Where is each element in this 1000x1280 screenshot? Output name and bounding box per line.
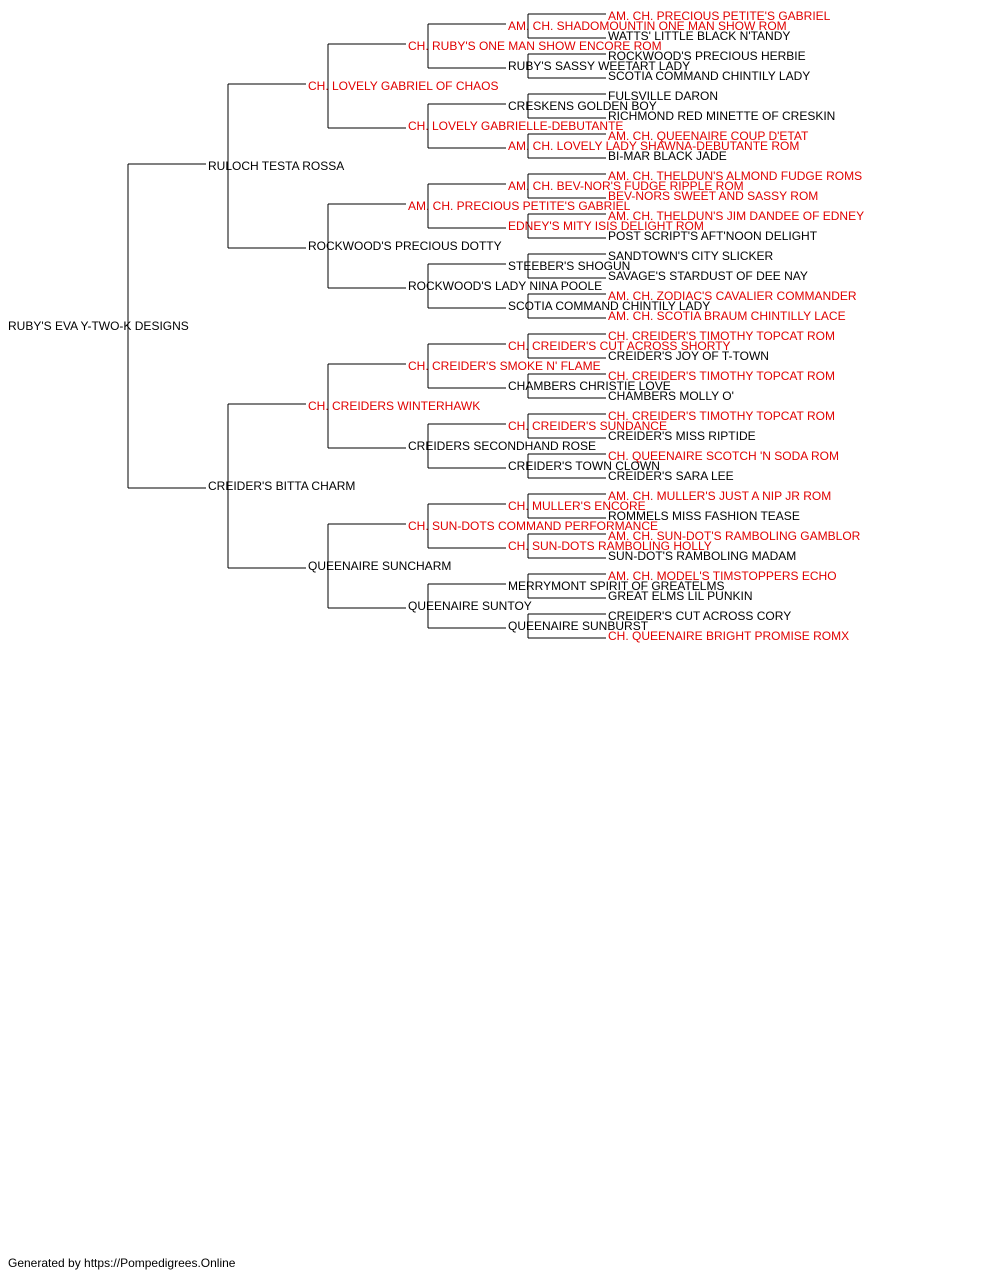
pedigree-name-sire.dam.dam.dam.dam: AM. CH. SCOTIA BRAUM CHINTILLY LACE bbox=[608, 309, 846, 323]
pedigree-name-sire: RULOCH TESTA ROSSA bbox=[208, 159, 344, 173]
pedigree-name-dam.dam.sire.sire.dam: ROMMELS MISS FASHION TEASE bbox=[608, 509, 800, 523]
pedigree-name-subject: RUBY'S EVA Y-TWO-K DESIGNS bbox=[8, 319, 189, 333]
pedigree-name-dam.sire.dam.dam.sire: CH. QUEENAIRE SCOTCH 'N SODA ROM bbox=[608, 449, 839, 463]
pedigree-name-sire.dam.sire.sire.dam: BEV-NORS SWEET AND SASSY ROM bbox=[608, 189, 818, 203]
pedigree-name-sire.dam.dam: ROCKWOOD'S LADY NINA POOLE bbox=[408, 279, 602, 293]
pedigree-name-sire.dam: ROCKWOOD'S PRECIOUS DOTTY bbox=[308, 239, 502, 253]
pedigree-name-dam.dam.dam: QUEENAIRE SUNTOY bbox=[408, 599, 532, 613]
pedigree-name-dam.dam.sire: CH. SUN-DOTS COMMAND PERFORMANCE bbox=[408, 519, 658, 533]
pedigree-name-sire.dam.dam.dam.sire: AM. CH. ZODIAC'S CAVALIER COMMANDER bbox=[608, 289, 857, 303]
pedigree-name-dam.dam.dam.dam: QUEENAIRE SUNBURST bbox=[508, 619, 649, 633]
pedigree-name-sire.sire.dam: CH. LOVELY GABRIELLE-DEBUTANTE bbox=[408, 119, 623, 133]
pedigree-name-dam.sire.sire.dam.dam: CHAMBERS MOLLY O' bbox=[608, 389, 734, 403]
pedigree-name-dam.dam.dam.sire: MERRYMONT SPIRIT OF GREATELMS bbox=[508, 579, 724, 593]
pedigree-name-sire.sire.sire.sire.dam: WATTS' LITTLE BLACK N'TANDY bbox=[608, 29, 790, 43]
pedigree-name-dam.dam.dam.dam.dam: CH. QUEENAIRE BRIGHT PROMISE ROMX bbox=[608, 629, 849, 643]
pedigree-name-sire.sire.dam.dam.sire: AM. CH. QUEENAIRE COUP D'ETAT bbox=[608, 129, 809, 143]
pedigree-name-sire.sire.sire.sire: AM. CH. SHADOMOUNTIN ONE MAN SHOW ROM bbox=[508, 19, 787, 33]
pedigree-name-sire.dam.sire.sire.sire: AM. CH. THELDUN'S ALMOND FUDGE ROMS bbox=[608, 169, 862, 183]
pedigree-name-dam.dam.sire.dam.dam: SUN-DOT'S RAMBOLING MADAM bbox=[608, 549, 796, 563]
pedigree-name-sire.dam.sire.dam.sire: AM. CH. THELDUN'S JIM DANDEE OF EDNEY bbox=[608, 209, 864, 223]
pedigree-name-sire.dam.sire.dam.dam: POST SCRIPT'S AFT'NOON DELIGHT bbox=[608, 229, 818, 243]
pedigree-name-sire.sire.sire: CH. RUBY'S ONE MAN SHOW ENCORE ROM bbox=[408, 39, 662, 53]
pedigree-name-sire.dam.sire: AM. CH. PRECIOUS PETITE'S GABRIEL bbox=[408, 199, 631, 213]
pedigree-name-dam.sire.dam.dam: CREIDER'S TOWN CLOWN bbox=[508, 459, 660, 473]
pedigree-name-dam.sire.dam.sire: CH. CREIDER'S SUNDANCE bbox=[508, 419, 667, 433]
pedigree-name-dam.dam.dam.dam.sire: CREIDER'S CUT ACROSS CORY bbox=[608, 609, 791, 623]
pedigree-name-sire.dam.dam.sire.sire: SANDTOWN'S CITY SLICKER bbox=[608, 249, 774, 263]
pedigree-name-dam.sire: CH. CREIDERS WINTERHAWK bbox=[308, 399, 480, 413]
pedigree-name-dam.sire.dam.dam.dam: CREIDER'S SARA LEE bbox=[608, 469, 734, 483]
pedigree-name-sire.sire.dam.sire.sire: FULSVILLE DARON bbox=[608, 89, 718, 103]
pedigree-name-sire.sire.dam.dam.dam: BI-MAR BLACK JADE bbox=[608, 149, 727, 163]
pedigree-name-dam.sire.dam: CREIDERS SECONDHAND ROSE bbox=[408, 439, 596, 453]
pedigree-name-dam.sire.sire.sire: CH. CREIDER'S CUT ACROSS SHORTY bbox=[508, 339, 731, 353]
pedigree-name-sire.sire.sire.dam: RUBY'S SASSY WEETART LADY bbox=[508, 59, 690, 73]
pedigree-name-dam.dam.dam.sire.sire: AM. CH. MODEL'S TIMSTOPPERS ECHO bbox=[608, 569, 837, 583]
pedigree-name-sire.dam.dam.sire: STEEBER'S SHOGUN bbox=[508, 259, 630, 273]
pedigree-name-dam.sire.sire.sire.sire: CH. CREIDER'S TIMOTHY TOPCAT ROM bbox=[608, 329, 835, 343]
pedigree-name-dam.sire.sire.sire.dam: CREIDER'S JOY OF T-TOWN bbox=[608, 349, 769, 363]
pedigree-name-dam.sire.dam.sire.sire: CH. CREIDER'S TIMOTHY TOPCAT ROM bbox=[608, 409, 835, 423]
pedigree-name-sire.sire.dam.dam: AM. CH. LOVELY LADY SHAWNA-DEBUTANTE ROM bbox=[508, 139, 799, 153]
pedigree-name-sire.sire: CH. LOVELY GABRIEL OF CHAOS bbox=[308, 79, 499, 93]
pedigree-name-dam.sire.sire.dam.sire: CH. CREIDER'S TIMOTHY TOPCAT ROM bbox=[608, 369, 835, 383]
pedigree-name-dam.sire.dam.sire.dam: CREIDER'S MISS RIPTIDE bbox=[608, 429, 756, 443]
footer-credit: Generated by https://Pompedigrees.Online bbox=[8, 1256, 236, 1270]
pedigree-name-sire.sire.sire.sire.sire: AM. CH. PRECIOUS PETITE'S GABRIEL bbox=[608, 9, 831, 23]
pedigree-name-dam: CREIDER'S BITTA CHARM bbox=[208, 479, 355, 493]
pedigree-name-sire.sire.dam.sire.dam: RICHMOND RED MINETTE OF CRESKIN bbox=[608, 109, 835, 123]
pedigree-name-dam.sire.sire: CH. CREIDER'S SMOKE N' FLAME bbox=[408, 359, 601, 373]
pedigree-name-sire.sire.sire.dam.dam: SCOTIA COMMAND CHINTILY LADY bbox=[608, 69, 810, 83]
pedigree-name-dam.dam: QUEENAIRE SUNCHARM bbox=[308, 559, 451, 573]
pedigree-name-sire.sire.sire.dam.sire: ROCKWOOD'S PRECIOUS HERBIE bbox=[608, 49, 806, 63]
pedigree-name-dam.dam.dam.sire.dam: GREAT ELMS LIL PUNKIN bbox=[608, 589, 753, 603]
pedigree-name-dam.dam.sire.sire: CH. MULLER'S ENCORE bbox=[508, 499, 646, 513]
pedigree-name-sire.dam.dam.sire.dam: SAVAGE'S STARDUST OF DEE NAY bbox=[608, 269, 808, 283]
pedigree-name-dam.sire.sire.dam: CHAMBERS CHRISTIE LOVE bbox=[508, 379, 671, 393]
pedigree-name-dam.dam.sire.sire.sire: AM. CH. MULLER'S JUST A NIP JR ROM bbox=[608, 489, 831, 503]
pedigree-name-sire.sire.dam.sire: CRESKENS GOLDEN BOY bbox=[508, 99, 657, 113]
pedigree-name-dam.dam.sire.dam: CH. SUN-DOTS RAMBOLING HOLLY bbox=[508, 539, 712, 553]
pedigree-name-sire.dam.dam.dam: SCOTIA COMMAND CHINTILY LADY bbox=[508, 299, 710, 313]
pedigree-name-sire.dam.sire.sire: AM. CH. BEV-NOR'S FUDGE RIPPLE ROM bbox=[508, 179, 744, 193]
pedigree-name-dam.dam.sire.dam.sire: AM. CH. SUN-DOT'S RAMBOLING GAMBLOR bbox=[608, 529, 861, 543]
pedigree-name-sire.dam.sire.dam: EDNEY'S MITY ISIS DELIGHT ROM bbox=[508, 219, 704, 233]
